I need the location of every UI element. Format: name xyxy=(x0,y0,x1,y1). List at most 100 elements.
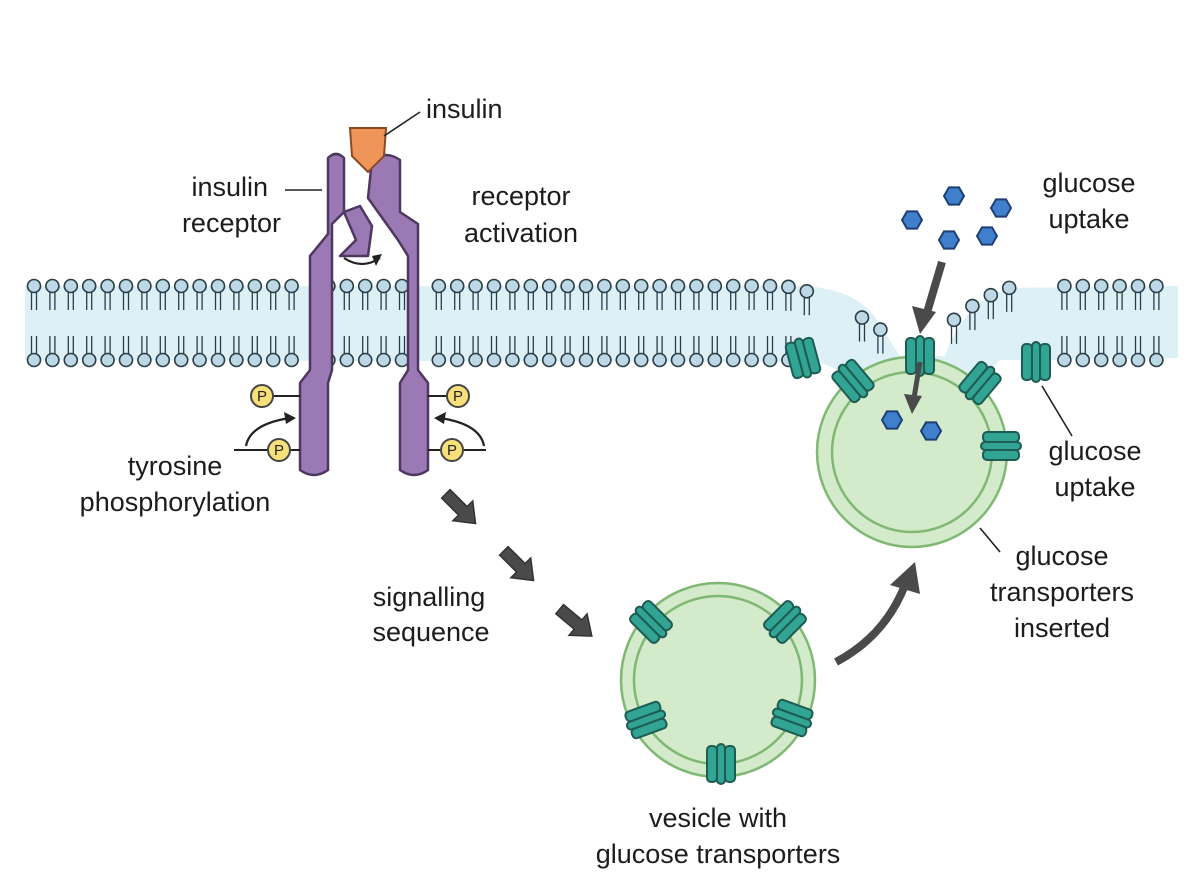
lipid-layer-inner xyxy=(26,336,1164,368)
lipid-icon xyxy=(118,336,134,368)
lipid-icon xyxy=(137,336,152,368)
lipid-icon xyxy=(431,278,447,310)
insulin-molecule xyxy=(348,127,388,174)
lipid-icon xyxy=(486,278,502,310)
phosphate-icon: P xyxy=(250,384,274,408)
lipid-icon xyxy=(284,278,299,310)
lipid-icon xyxy=(449,278,465,310)
chevron-arrow-icon xyxy=(440,488,477,525)
lipid-icon xyxy=(1112,278,1127,310)
lipid-icon xyxy=(210,278,226,310)
lipid-icon xyxy=(597,278,612,310)
lipid-icon xyxy=(118,278,134,310)
lipid-icon xyxy=(578,336,594,368)
label-signalling-line2: sequence xyxy=(372,617,489,647)
lipid-icon xyxy=(633,336,649,368)
lipid-icon xyxy=(560,336,575,368)
lipid-icon xyxy=(615,278,631,310)
leader-lines xyxy=(285,111,1073,553)
phosphate-icon: P xyxy=(446,384,470,408)
lipid-icon xyxy=(744,278,759,310)
phosphate-label: P xyxy=(257,388,267,405)
lipid-icon xyxy=(376,278,391,310)
lipid-icon xyxy=(670,336,686,368)
lipid-icon xyxy=(652,336,667,368)
lipid-icon xyxy=(173,278,189,310)
phosphate-label: P xyxy=(447,442,457,459)
glucose-icon xyxy=(943,186,965,206)
phosphate-label: P xyxy=(453,388,463,405)
label-receptor-line2: receptor xyxy=(182,208,281,238)
lipid-icon xyxy=(265,336,281,368)
lipid-icon xyxy=(155,336,171,368)
label-vesicle-line2: glucose transporters xyxy=(596,839,841,869)
lipid-icon xyxy=(357,278,373,310)
lipid-icon xyxy=(946,312,962,344)
label-receptor-line1: insulin xyxy=(191,172,268,202)
lipid-icon xyxy=(983,287,999,320)
lipid-icon xyxy=(615,336,631,368)
glucose-icon xyxy=(920,421,942,441)
lipid-icon xyxy=(173,336,189,368)
phosphate-label: P xyxy=(274,442,284,459)
lipid-layer-outer xyxy=(26,278,1164,354)
label-uptake-right-line1: glucose xyxy=(1048,436,1141,466)
lipid-icon xyxy=(1093,336,1109,368)
lipid-icon xyxy=(339,278,355,310)
lipid-icon xyxy=(26,336,42,368)
insulin-receptor xyxy=(298,152,430,477)
lipid-icon xyxy=(799,283,815,316)
lipid-icon xyxy=(63,336,79,368)
lipid-icon xyxy=(707,336,723,368)
insertion-arrow xyxy=(834,562,920,666)
lipid-icon xyxy=(744,336,759,368)
label-activation-line2: activation xyxy=(464,218,578,248)
chevron-arrow-icon xyxy=(498,545,535,582)
glucose-icon xyxy=(990,198,1012,218)
label-phosphorylation-line1: tyrosine xyxy=(128,451,223,481)
lipid-icon xyxy=(63,278,79,310)
lipid-icon xyxy=(689,336,704,368)
lipid-icon xyxy=(560,278,575,310)
label-inserted-line1: glucose xyxy=(1015,541,1108,571)
lipid-icon xyxy=(505,336,520,368)
lipid-icon xyxy=(1130,278,1146,310)
lipid-icon xyxy=(854,310,870,342)
lipid-icon xyxy=(1149,278,1164,310)
label-vesicle-line1: vesicle with xyxy=(649,803,787,833)
label-uptake-top-line2: uptake xyxy=(1048,204,1129,234)
signalling-arrows xyxy=(440,488,593,637)
lipid-icon xyxy=(725,336,741,368)
lipid-icon xyxy=(26,278,42,310)
lipid-icon xyxy=(762,336,778,368)
lipid-icon xyxy=(1075,336,1091,368)
lipid-icon xyxy=(100,336,115,368)
lipid-icon xyxy=(45,278,60,310)
lipid-icon xyxy=(229,336,244,368)
lipid-icon xyxy=(137,278,152,310)
curved-arrows xyxy=(244,254,486,447)
lipid-icon xyxy=(781,279,796,311)
lipid-icon xyxy=(1057,336,1072,368)
label-uptake-top-line1: glucose xyxy=(1042,168,1135,198)
lipid-icon xyxy=(505,278,520,310)
lipid-icon xyxy=(431,336,447,368)
receptor-right-arm xyxy=(366,153,430,477)
lipid-icon xyxy=(1130,336,1146,368)
lipid-icon xyxy=(155,278,171,310)
lipid-icon xyxy=(1149,336,1164,368)
lipid-icon xyxy=(965,298,980,331)
lipid-icon xyxy=(265,278,281,310)
cell-membrane xyxy=(25,278,1178,395)
labels: insulin insulin receptor receptor activa… xyxy=(80,94,1142,869)
glucose-icon xyxy=(881,410,903,430)
lipid-icon xyxy=(468,336,483,368)
lipid-icon xyxy=(210,336,226,368)
phosphate-icon: P xyxy=(267,438,291,462)
phosphorylation-arrow-icon xyxy=(244,416,291,447)
label-inserted-line3: inserted xyxy=(1014,613,1110,643)
lipid-icon xyxy=(376,336,391,368)
arrow-head-icon xyxy=(904,394,922,414)
label-insulin: insulin xyxy=(426,94,503,124)
